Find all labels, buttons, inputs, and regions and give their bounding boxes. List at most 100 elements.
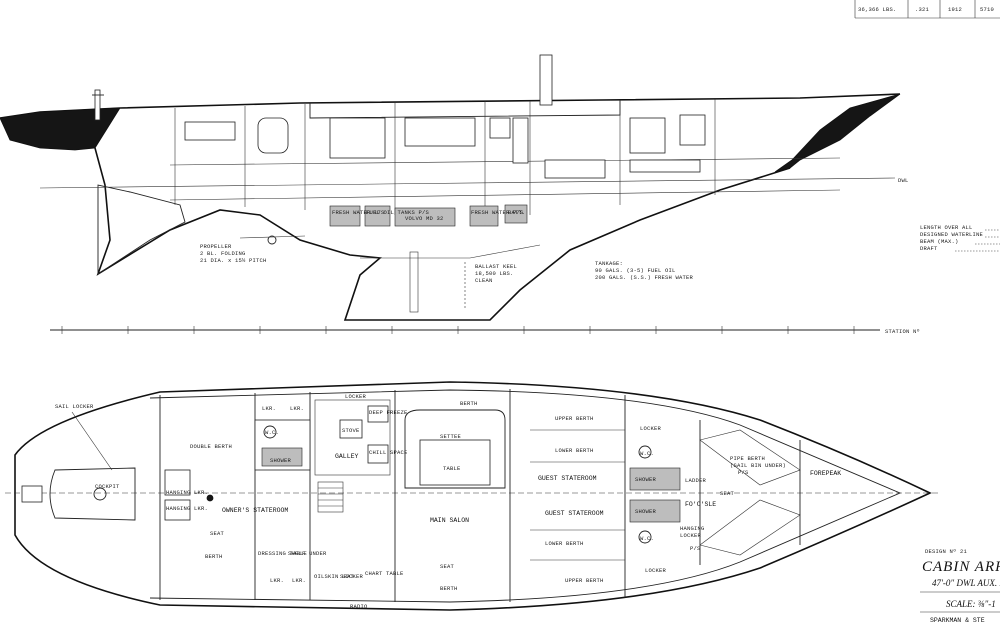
particular-beam: BEAM (MAX.) xyxy=(920,238,959,245)
salon-table xyxy=(419,439,491,486)
profile-hull-bottom xyxy=(94,147,791,321)
particular-draft: DRAFT xyxy=(920,245,938,252)
tank-fuel-oil: FUEL OIL TANKS P/S xyxy=(366,209,430,216)
engine-volvo: VOLVO MD 32 xyxy=(405,215,444,222)
lower-berth-label-2: LOWER BERTH xyxy=(545,540,584,547)
locker-label-1: LOCKER xyxy=(640,425,662,432)
profile-sheer xyxy=(0,93,901,119)
tank-fresh-water: FRESH WATER 17S xyxy=(332,209,385,216)
spec-ratio: .321 xyxy=(915,6,930,13)
shelf-under-label: SHELF UNDER xyxy=(288,550,327,557)
berth-label-2: BERTH xyxy=(460,400,478,407)
tankage-fuel: 90 GALS. (3-5) FUEL OIL xyxy=(595,267,676,274)
upper-berth-label-2: UPPER BERTH xyxy=(565,577,604,584)
plan-hull-outline xyxy=(14,381,932,611)
ballast-clean: CLEAN xyxy=(475,277,493,284)
shower-label-2: SHOWER xyxy=(635,476,657,483)
tankage-label: TANKAGE: xyxy=(595,260,623,267)
plan-view: COCKPIT SAIL LOCKER HANGING LKR. HANGING… xyxy=(5,381,940,611)
wc-label-3: W.C. xyxy=(640,535,654,542)
stern-dark xyxy=(0,107,121,151)
cockpit-label: COCKPIT xyxy=(95,483,120,490)
drawing-subtitle: 47'-0" DWL AUX. K xyxy=(932,578,1000,588)
forepeak-label: FOREPEAK xyxy=(810,470,841,477)
main-salon-label: MAIN SALON xyxy=(430,517,469,524)
lkr-label-1: LKR. xyxy=(262,405,276,412)
berth-label-3: BERTH xyxy=(440,585,458,592)
seat-label-2: SEAT xyxy=(340,573,355,580)
galley-label: GALLEY xyxy=(335,453,359,460)
upper-berth-label-1: UPPER BERTH xyxy=(555,415,594,422)
hanging-lkr-1: HANGING LKR. xyxy=(166,489,208,496)
bow-dark xyxy=(774,93,901,173)
focsle-label: FO'C'SLE xyxy=(685,501,716,508)
propeller-blades: 2 BL. FOLDING xyxy=(200,250,246,257)
design-firm: SPARKMAN & STE xyxy=(930,617,985,624)
spec-displacement: 36,366 LBS. xyxy=(858,6,897,13)
lower-berth-label-1: LOWER BERTH xyxy=(555,447,594,454)
chart-table-label: CHART TABLE xyxy=(365,570,404,577)
wc-label-2: W.C. xyxy=(640,450,654,457)
tank-battery: BATT. xyxy=(508,209,526,216)
table-label: TABLE xyxy=(443,465,461,472)
wc-icon-3 xyxy=(638,530,652,544)
hanging-locker-ps: P/S xyxy=(690,545,701,552)
stove-label: STOVE xyxy=(342,427,360,434)
seat-label-1: SEAT xyxy=(210,530,225,537)
pipe-berth-label: PIPE BERTH xyxy=(730,455,765,462)
locker-top-label: LOCKER xyxy=(345,393,367,400)
particular-dwl: DESIGNED WATERLINE xyxy=(920,231,984,238)
shower-label-1: SHOWER xyxy=(270,457,292,464)
settee-label: SETTEE xyxy=(440,433,462,440)
spec-ballast: 5710 xyxy=(980,6,994,13)
pipe-berth-sub: (SAIL BIN UNDER) xyxy=(730,462,786,469)
title-block: DESIGN Nº 21 CABIN ARRANGE 47'-0" DWL AU… xyxy=(920,548,1000,624)
propeller-dims: 21 DIA. x 15½ PITCH xyxy=(200,257,267,264)
particular-loa: LENGTH OVER ALL xyxy=(920,224,973,231)
owners-stateroom-label: OWNER'S STATEROOM xyxy=(222,507,288,514)
wc-icon-1 xyxy=(263,425,277,439)
dressing-table-label: DRESSING TABLE xyxy=(258,550,308,557)
design-number: DESIGN Nº 21 xyxy=(925,548,968,555)
particulars: LENGTH OVER ALL DESIGNED WATERLINE BEAM … xyxy=(920,224,1000,252)
propeller-icon xyxy=(267,235,277,245)
drawing-title: CABIN ARRANGE xyxy=(922,559,1000,575)
hanging-locker-sub: LOCKER xyxy=(680,532,702,539)
chill-space-label: CHILL SPACE xyxy=(369,449,408,456)
specs-table: 36,366 LBS. .321 1912 5710 xyxy=(854,0,1000,19)
tank-fresh-water-ps: FRESH WATER P/S xyxy=(471,209,524,216)
seat-label-3: SEAT xyxy=(440,563,455,570)
ballast-weight: 18,500 LBS. xyxy=(475,270,514,277)
berth-label-1: BERTH xyxy=(205,553,223,560)
station-label: STATION Nº xyxy=(885,328,920,335)
guest-stateroom-label-2: GUEST STATEROOM xyxy=(545,510,604,517)
sail-locker-label: SAIL LOCKER xyxy=(55,403,94,410)
guest-stateroom-label-1: GUEST STATEROOM xyxy=(538,475,597,482)
locker-label-2: LOCKER xyxy=(645,567,667,574)
cockpit-outline xyxy=(49,467,136,521)
ladder-label: LADDER xyxy=(685,477,707,484)
rudder xyxy=(97,184,186,275)
wc-label-1: W.C. xyxy=(265,429,279,436)
hanging-locker-label: HANGING xyxy=(680,525,705,532)
pipe-berth-ps: P/S xyxy=(738,469,749,476)
profile-view: DWL xyxy=(0,54,920,335)
tankage-water: 200 GALS. (S.S.) FRESH WATER xyxy=(595,274,694,281)
deep-freeze-label: DEEP FREEZE xyxy=(369,409,408,416)
lkr-label-4: LKR. xyxy=(292,577,306,584)
ballast-label: BALLAST KEEL xyxy=(475,263,517,270)
oilskin-locker-label: OILSKIN LOCKER xyxy=(314,573,364,580)
lkr-label-2: LKR. xyxy=(290,405,304,412)
lkr-label-3: LKR. xyxy=(270,577,284,584)
wc-icon-2 xyxy=(638,445,652,459)
hanging-lkr-2: HANGING LKR. xyxy=(166,505,208,512)
propeller-label: PROPELLER xyxy=(200,243,232,250)
wheel-icon xyxy=(93,487,107,501)
drawing-scale: SCALE: ⅜"-1 xyxy=(946,599,996,609)
spec-sail-area: 1912 xyxy=(948,6,962,13)
double-berth-label: DOUBLE BERTH xyxy=(190,443,232,450)
radio-label: RADIO xyxy=(350,603,368,610)
seat-label-4: SEAT xyxy=(720,490,735,497)
dwl-label: DWL xyxy=(898,177,909,184)
